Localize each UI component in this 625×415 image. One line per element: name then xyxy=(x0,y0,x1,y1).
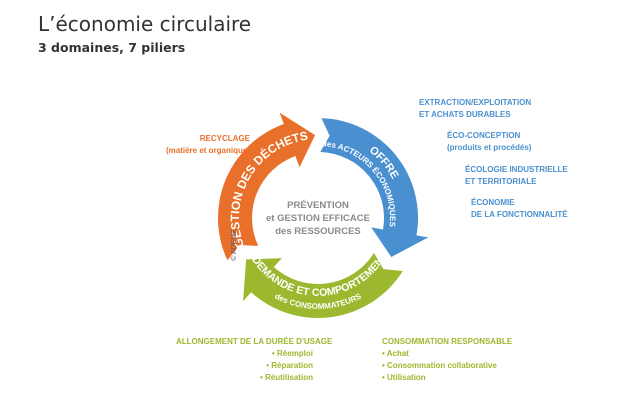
pillar-title: ÉCOLOGIE INDUSTRIELLE xyxy=(465,165,568,174)
pillar-detail: ET TERRITORIALE xyxy=(465,177,537,186)
pillar-item: • Réparation xyxy=(266,361,313,370)
pillar-recycling: RECYCLAGE (matière et organique) xyxy=(166,133,250,157)
waste-management-arrow xyxy=(217,112,316,261)
page-title: L’économie circulaire xyxy=(38,12,252,36)
pillar-title: CONSOMMATION RESPONSABLE xyxy=(382,337,513,346)
pillar-item: • Consommation collaborative xyxy=(382,361,497,370)
supply-arrow xyxy=(320,118,429,257)
copyright: © ADEME xyxy=(230,229,238,261)
pillar-title: ALLONGEMENT DE LA DURÉE D'USAGE xyxy=(176,337,333,346)
center-line-3: des RESSOURCES xyxy=(275,226,361,237)
pillar-industrial-ecology: ÉCOLOGIE INDUSTRIELLE ET TERRITORIALE xyxy=(465,164,568,188)
pillar-title: ÉCONOMIE xyxy=(471,198,515,207)
pillar-item: • Réutilisation xyxy=(259,373,313,382)
pillar-item: • Utilisation xyxy=(382,373,426,382)
pillar-item: • Réemploi xyxy=(271,349,313,358)
pillar-detail: DE LA FONCTIONNALITÉ xyxy=(471,210,568,219)
pillar-responsible-consumption: CONSOMMATION RESPONSABLE • Achat • Conso… xyxy=(382,336,512,384)
center-line-2: et GESTION EFFICACE xyxy=(266,213,370,224)
pillar-extraction: EXTRACTION/EXPLOITATION ET ACHATS DURABL… xyxy=(419,97,531,121)
page-subtitle: 3 domaines, 7 piliers xyxy=(38,40,186,55)
pillar-detail: (matière et organique) xyxy=(165,146,250,155)
pillar-functionality: ÉCONOMIE DE LA FONCTIONNALITÉ xyxy=(471,197,568,221)
center-label: PRÉVENTION et GESTION EFFICACE des RESSO… xyxy=(266,200,370,237)
pillar-title: ÉCO-CONCEPTION xyxy=(447,131,521,140)
pillar-ecodesign: ÉCO-CONCEPTION (produits et procédés) xyxy=(447,130,531,154)
demand-arrow xyxy=(243,253,403,318)
pillar-title: RECYCLAGE xyxy=(199,134,250,143)
pillar-title: EXTRACTION/EXPLOITATION xyxy=(419,98,532,107)
pillar-lifespan: ALLONGEMENT DE LA DURÉE D'USAGE • Réempl… xyxy=(176,336,333,384)
pillar-detail: ET ACHATS DURABLES xyxy=(419,110,511,119)
pillar-detail: (produits et procédés) xyxy=(447,143,532,152)
pillar-item: • Achat xyxy=(382,349,409,358)
center-line-1: PRÉVENTION xyxy=(287,200,349,211)
